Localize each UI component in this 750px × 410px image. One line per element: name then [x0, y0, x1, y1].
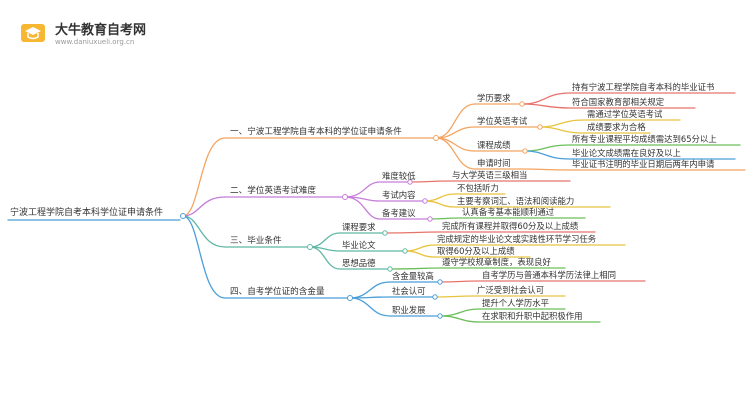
site-logo[interactable]: 大牛教育自考网 www.daniuxueli.org.cn: [10, 8, 230, 48]
mindmap-root[interactable]: 宁波工程学院自考本科学位证申请条件: [10, 208, 164, 218]
leaf-2-2-1: 不包括听力: [457, 183, 499, 193]
node-thesis[interactable]: 毕业论文: [342, 240, 376, 250]
branch-4-label[interactable]: 四、自考学位证的含金量: [230, 287, 325, 297]
leaf-2-1-1: 与大学英语三级相当: [452, 170, 528, 180]
leaf-1-3-2: 毕业论文成绩需在良好及以上: [572, 148, 681, 158]
leaf-4-3-1: 提升个人学历水平: [482, 298, 549, 308]
leaf-2-2-2: 主要考察词汇、语法和阅读能力: [457, 196, 575, 206]
branch-3-label[interactable]: 三、毕业条件: [230, 236, 282, 246]
node-moral-character[interactable]: 思想品德: [342, 258, 376, 268]
node-english-exam[interactable]: 学位英语考试: [477, 116, 528, 126]
leaf-1-4-1: 毕业证书注明的毕业日期后两年内申请: [572, 159, 715, 169]
leaf-2-3-1: 认真备考基本能顺利通过: [462, 207, 555, 217]
leaf-3-2-2: 取得60分及以上成绩: [437, 246, 515, 256]
leaf-3-3-1: 遵守学校规章制度，表现良好: [442, 257, 551, 267]
leaf-4-1-1: 自考学历与普通本科学历法律上相同: [482, 270, 616, 280]
node-high-value[interactable]: 含金量较高: [392, 271, 434, 281]
node-exam-content[interactable]: 考试内容: [382, 190, 416, 200]
graduation-cap-icon: [21, 24, 45, 42]
connector-root-branch-4: [182, 215, 226, 299]
leaf-1-1-1: 持有宁波工程学院自考本科的毕业证书: [572, 82, 715, 92]
node-application-time[interactable]: 申请时间: [477, 158, 511, 168]
leaf-1-2-1: 需通过学位英语考试: [587, 109, 663, 119]
leaf-1-2-2: 成绩要求为合格: [587, 122, 646, 132]
leaf-4-3-2: 在求职和升职中起积极作用: [482, 311, 583, 321]
node-prep-advice[interactable]: 备考建议: [382, 208, 416, 218]
node-degree-requirement[interactable]: 学历要求: [477, 93, 511, 103]
branch-1-label[interactable]: 一、宁波工程学院自考本科的学位证申请条件: [230, 127, 402, 137]
connector-root-branch-2: [182, 196, 226, 217]
site-url: www.daniuxueli.org.cn: [55, 38, 135, 46]
connector-root-branch-3: [182, 215, 226, 248]
connector-root-branch-1: [182, 137, 226, 217]
node-course-requirement[interactable]: 课程要求: [342, 222, 376, 232]
node-difficulty-low[interactable]: 难度较低: [382, 171, 416, 181]
node-social-recognition[interactable]: 社会认可: [392, 286, 426, 296]
leaf-3-1-1: 完成所有课程并取得60分及以上成绩: [442, 221, 579, 231]
leaf-1-3-1: 所有专业课程平均成绩需达到65分以上: [572, 134, 717, 144]
node-career-development[interactable]: 职业发展: [392, 305, 426, 315]
node-course-grades[interactable]: 课程成绩: [477, 140, 511, 150]
branch-2-label[interactable]: 二、学位英语考试难度: [230, 186, 316, 196]
leaf-3-2-1: 完成规定的毕业论文或实践性环节学习任务: [437, 234, 597, 244]
leaf-4-2-1: 广泛受到社会认可: [477, 285, 544, 295]
leaf-1-1-2: 符合国家教育部相关规定: [572, 97, 665, 107]
site-name: 大牛教育自考网: [55, 23, 147, 38]
